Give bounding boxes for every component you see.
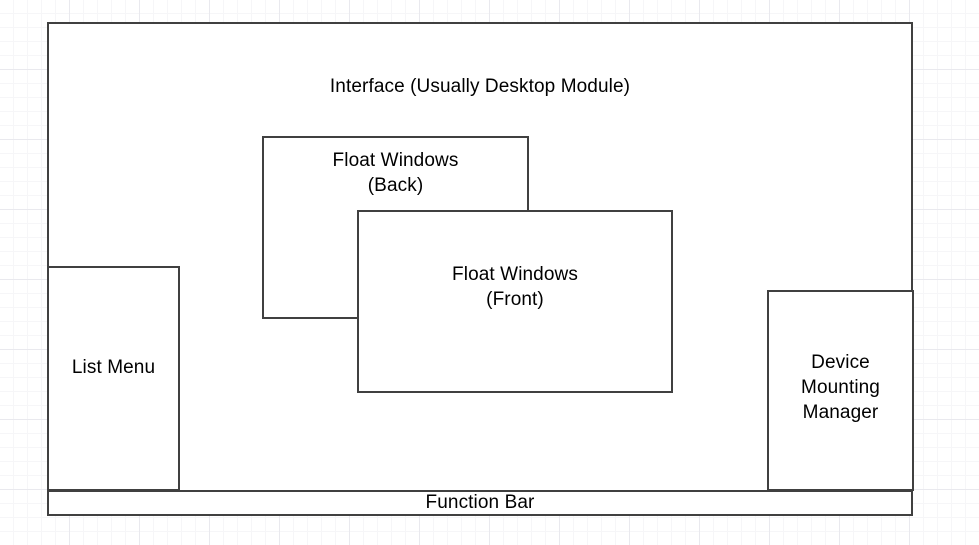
interface-container-label: Interface (Usually Desktop Module) [329, 76, 631, 97]
list-menu-label: List Menu [71, 357, 156, 378]
float-window-back-label: Float Windows (Back) [332, 150, 459, 196]
list-menu-box[interactable]: List Menu [47, 266, 180, 491]
float-window-front-box[interactable]: Float Windows (Front) [357, 210, 673, 393]
device-mounting-manager-box[interactable]: Device Mounting Manager [767, 290, 914, 491]
function-bar-box[interactable]: Function Bar [47, 490, 913, 516]
function-bar-label: Function Bar [425, 492, 535, 513]
float-window-front-label: Float Windows (Front) [452, 264, 578, 310]
device-mounting-manager-label: Device Mounting Manager [801, 352, 880, 423]
